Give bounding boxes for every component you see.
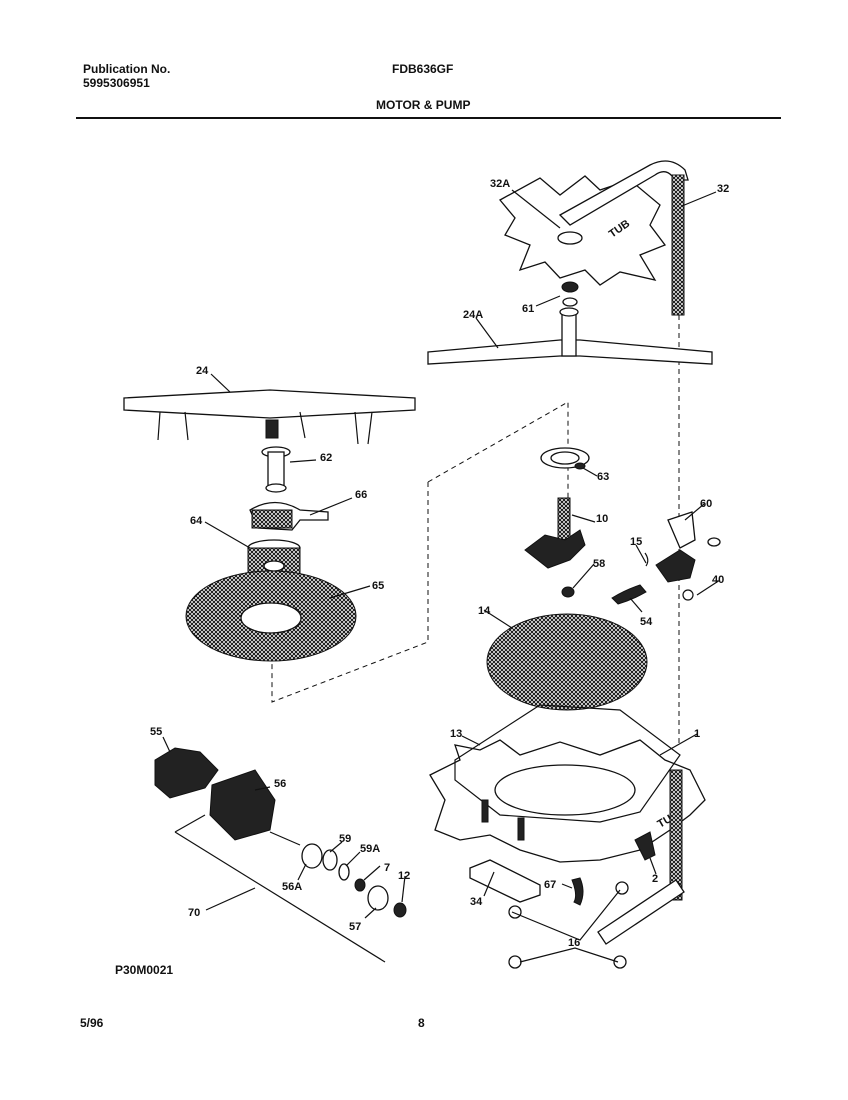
section-title: MOTOR & PUMP xyxy=(376,98,471,112)
callout-67: 67 xyxy=(544,879,556,891)
callout-65: 65 xyxy=(372,580,384,592)
callout-54: 54 xyxy=(640,616,653,628)
upper-spray-arm-24a xyxy=(427,307,713,365)
callout-13: 13 xyxy=(450,728,462,740)
bracket-66-mesh xyxy=(251,509,293,529)
hose-54 xyxy=(611,584,647,605)
shaft-62 xyxy=(261,446,291,493)
callout-24a: 24A xyxy=(463,309,483,321)
callout-14: 14 xyxy=(478,605,491,617)
callout-62: 62 xyxy=(320,452,332,464)
part-12 xyxy=(393,902,407,918)
callout-10: 10 xyxy=(596,513,608,525)
washer-61 xyxy=(562,297,578,307)
callout-61: 61 xyxy=(522,303,534,315)
bracket-34 xyxy=(469,859,541,903)
callout-60: 60 xyxy=(700,498,712,510)
footer-date: 5/96 xyxy=(80,1016,104,1030)
motor-56 xyxy=(209,769,276,841)
upper-tub-section: TUB xyxy=(498,175,667,286)
drawing-code: P30M0021 xyxy=(115,963,174,977)
callout-34: 34 xyxy=(470,896,483,908)
page-number: 8 xyxy=(418,1016,425,1030)
callout-57: 57 xyxy=(349,921,361,933)
header-rule xyxy=(76,117,781,119)
impeller-57 xyxy=(367,885,389,911)
housing-10 xyxy=(524,497,586,569)
leader-lines xyxy=(162,189,721,963)
filter-65 xyxy=(185,570,357,662)
valve-60 xyxy=(644,511,721,601)
part-7 xyxy=(354,878,366,892)
assembly-outline xyxy=(271,401,569,703)
lower-spray-arm-24 xyxy=(123,389,416,445)
callout-55: 55 xyxy=(150,726,162,738)
filter-14 xyxy=(486,613,648,711)
publication-number: 5995306951 xyxy=(83,76,150,90)
callout-7: 7 xyxy=(384,862,390,874)
callout-32a: 32A xyxy=(490,178,510,190)
callout-40: 40 xyxy=(712,574,724,586)
ring-59a xyxy=(338,863,350,881)
ball-58 xyxy=(561,586,575,598)
publication-label: Publication No. xyxy=(83,62,171,76)
feed-tube-32 xyxy=(558,160,689,745)
callout-16: 16 xyxy=(568,937,580,949)
screw-hardware xyxy=(481,799,656,861)
callout-2: 2 xyxy=(652,873,658,885)
clamp-67 xyxy=(571,877,584,906)
callout-32: 32 xyxy=(717,183,729,195)
callout-15: 15 xyxy=(630,536,642,548)
model-number: FDB636GF xyxy=(392,62,454,76)
ring-59 xyxy=(322,849,338,871)
callout-64: 64 xyxy=(190,515,203,527)
callout-24: 24 xyxy=(196,365,209,377)
motor-group-70 xyxy=(154,747,407,963)
cover-63 xyxy=(540,447,590,470)
seal-56a xyxy=(301,843,323,869)
callout-1: 1 xyxy=(694,728,700,740)
seal-61 xyxy=(561,281,579,293)
sump-assembly: TUB xyxy=(429,704,706,945)
callout-12: 12 xyxy=(398,870,410,882)
callout-70: 70 xyxy=(188,907,200,919)
callout-labels: 32A 32 61 24A 24 62 66 64 65 63 10 60 15… xyxy=(150,178,729,949)
callout-66: 66 xyxy=(355,489,367,501)
callout-59: 59 xyxy=(339,833,351,845)
callout-59a: 59A xyxy=(360,843,380,855)
callout-63: 63 xyxy=(597,471,609,483)
callout-58-upper: 58 xyxy=(593,558,605,570)
callout-56: 56 xyxy=(274,778,286,790)
motor-mount-55 xyxy=(154,747,219,799)
nut-32a xyxy=(557,231,583,245)
callout-56a: 56A xyxy=(282,881,302,893)
